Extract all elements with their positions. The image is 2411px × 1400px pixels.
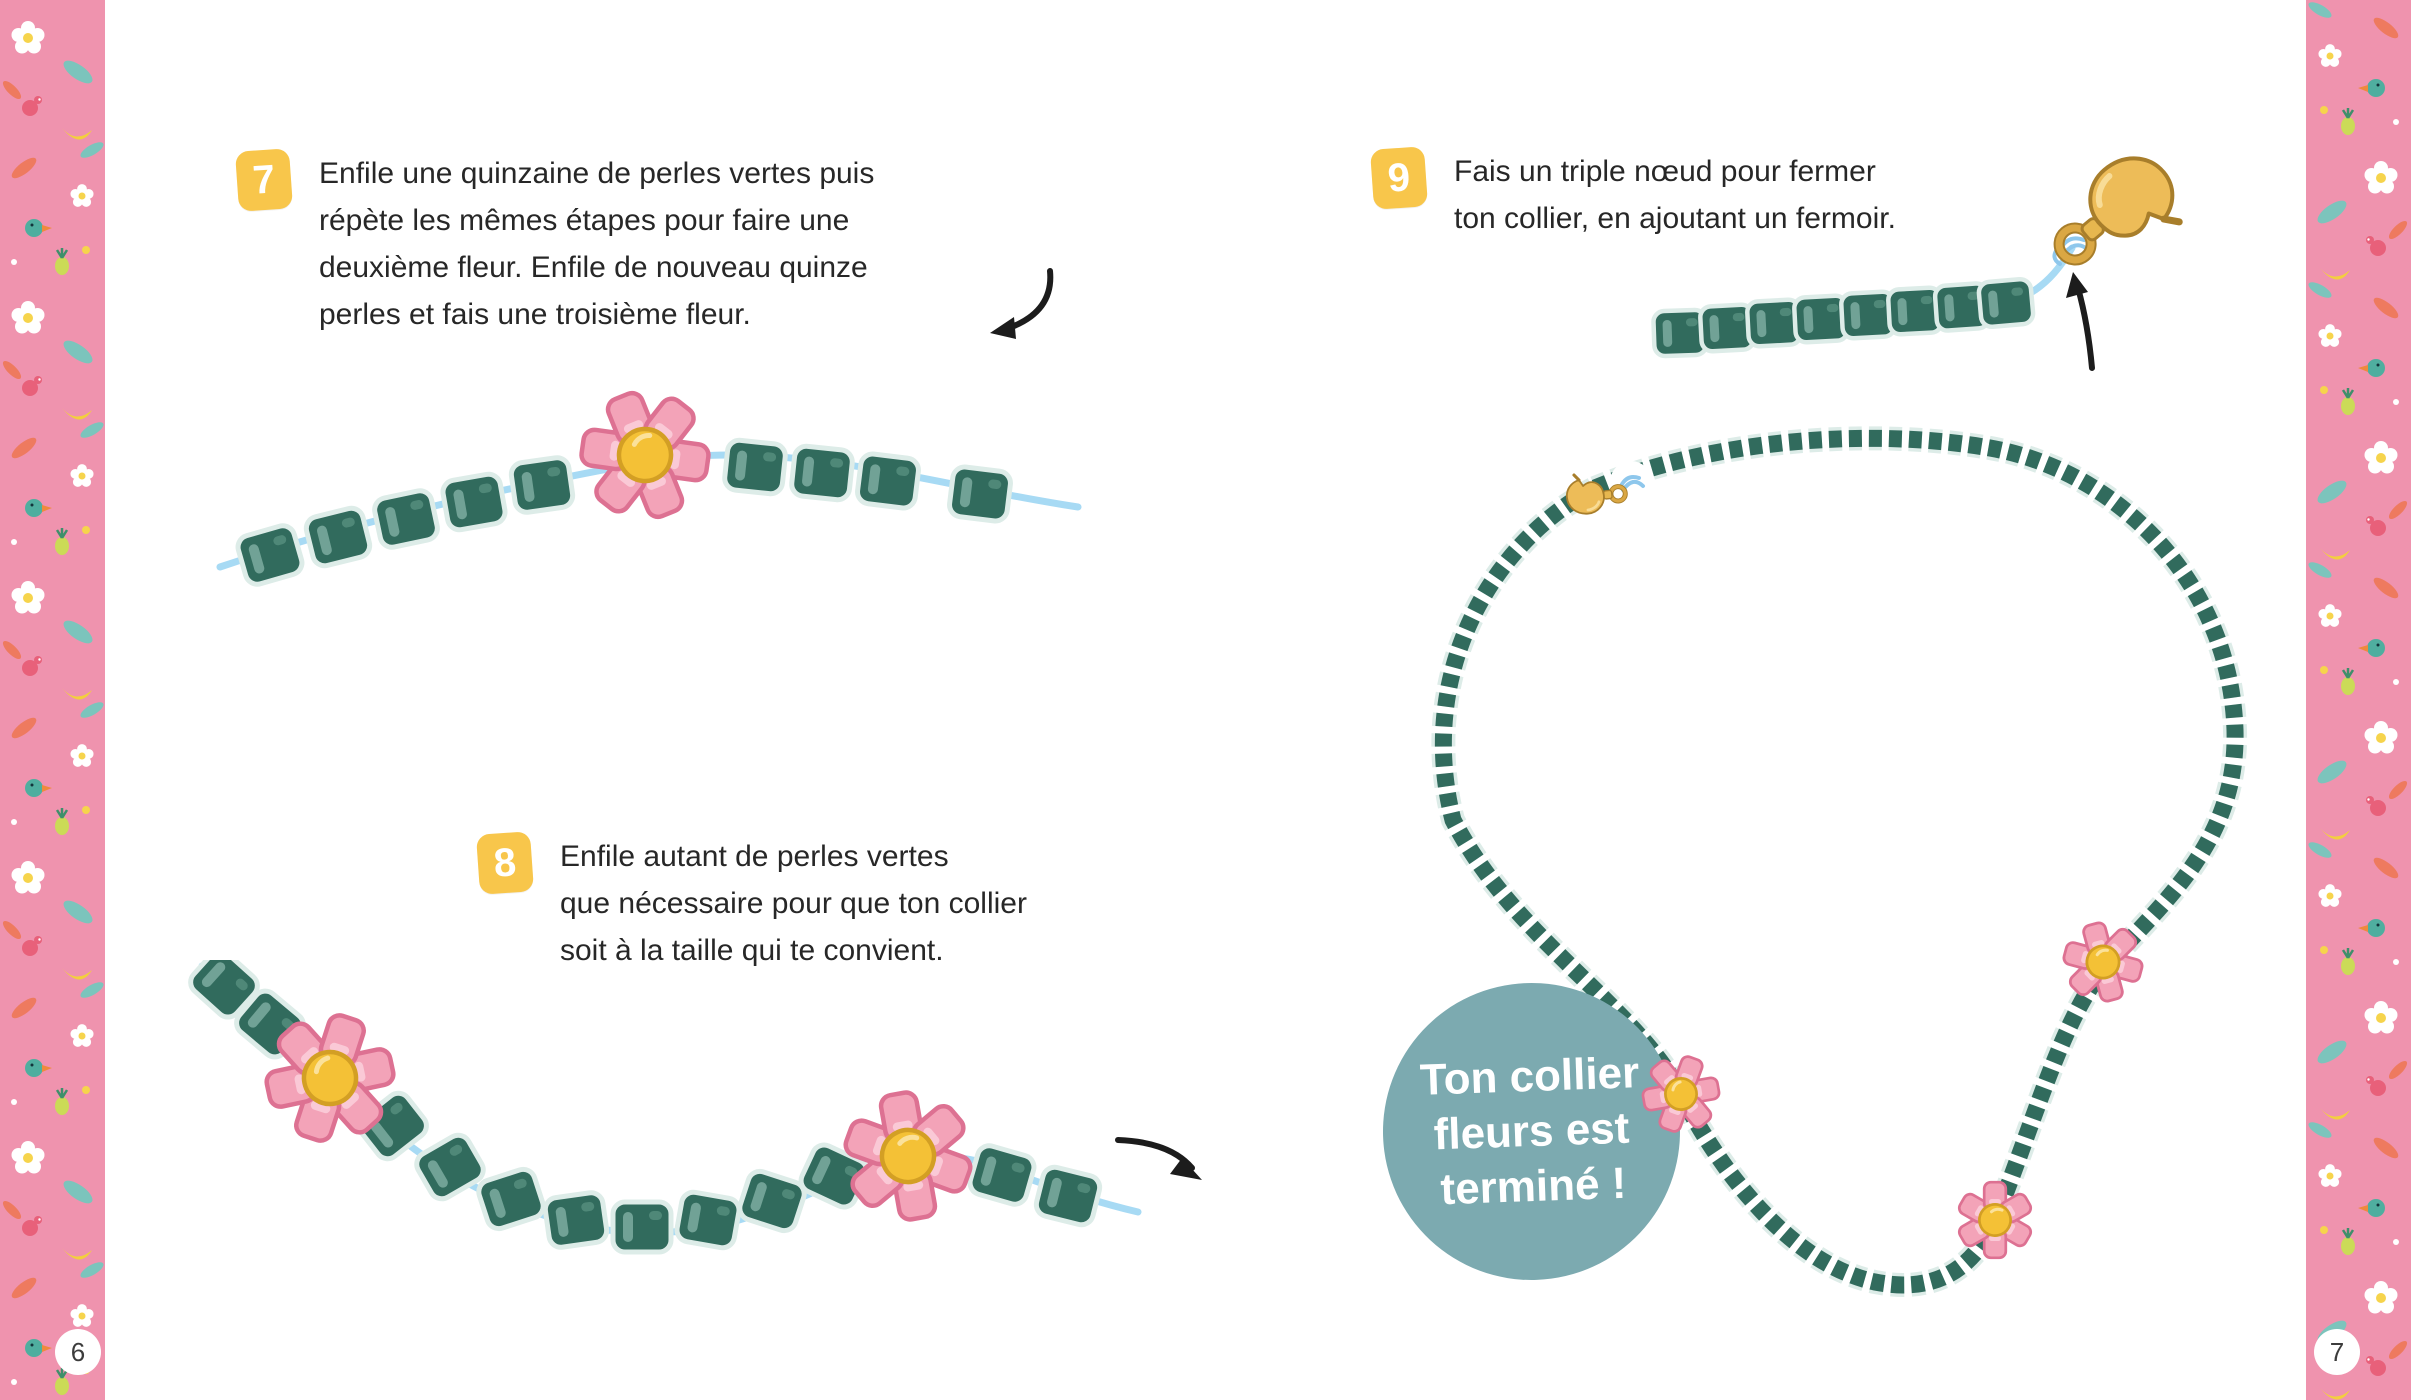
step-9-number: 9 (1386, 154, 1412, 201)
step-8-instructions: Enfile autant de perles vertes que néces… (560, 833, 1027, 974)
step-7-badge: 7 (234, 148, 294, 212)
step-9-instructions: Fais un triple nœud pour fermer ton coll… (1454, 148, 1896, 242)
decorative-border-left (0, 0, 105, 1400)
step-text-line: répète les mêmes étapes pour faire une (319, 204, 850, 237)
step-8: 8 Enfile autant de perles vertes que néc… (475, 831, 1027, 974)
necklace-flowers-icon (1395, 461, 2255, 1335)
step-text-line: perles et fais une troisième fleur. (319, 298, 751, 331)
step-8-number: 8 (492, 839, 518, 886)
step-7: 7 Enfile une quinzaine de perles vertes … (234, 148, 874, 338)
step-text-line: deuxième fleur. Enfile de nouveau quinze (319, 251, 868, 284)
strand-one-flower-icon (216, 268, 1082, 605)
step-7-instructions: Enfile une quinzaine de perles vertes pu… (319, 150, 874, 338)
step-9-badge: 9 (1369, 146, 1429, 210)
step-text-line: Fais un triple nœud pour fermer (1454, 155, 1876, 188)
step-text-line: que nécessaire pour que ton collier (560, 887, 1027, 920)
page-number-left-value: 6 (70, 1336, 86, 1367)
step-text-line: ton collier, en ajoutant un fermoir. (1454, 202, 1896, 235)
decorative-border-right (2306, 0, 2411, 1400)
page-number-right-value: 7 (2329, 1336, 2345, 1367)
illustration-strand-with-clasp (1640, 120, 2220, 400)
tropical-pattern-left-icon (0, 0, 105, 1400)
strand-two-flowers-icon (180, 960, 1202, 1270)
illustration-strand-one-flower (210, 255, 1130, 605)
step-text-line: Enfile autant de perles vertes (560, 840, 949, 873)
step-text-line: soit à la taille qui te convient. (560, 934, 944, 967)
step-7-number: 7 (251, 156, 277, 203)
page-number-left: 6 (55, 1329, 101, 1375)
step-8-badge: 8 (475, 831, 535, 895)
illustration-strand-two-flowers (180, 960, 1220, 1270)
step-text-line: Enfile une quinzaine de perles vertes pu… (319, 157, 875, 190)
strand-clasp-icon (1640, 120, 2220, 371)
page-number-right: 7 (2314, 1329, 2360, 1375)
step-9: 9 Fais un triple nœud pour fermer ton co… (1369, 146, 1896, 242)
tropical-pattern-right-icon (2306, 0, 2411, 1400)
illustration-necklace-overlay (1395, 420, 2255, 1335)
